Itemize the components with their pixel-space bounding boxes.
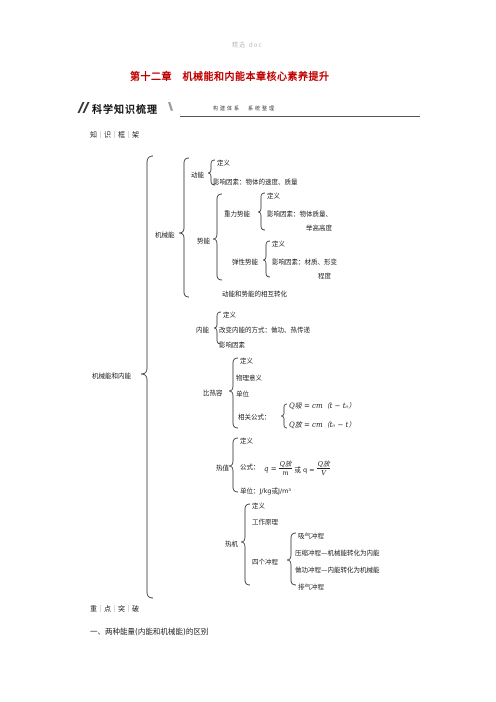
tree-kinetic-label: 动能	[191, 171, 204, 179]
tree-gravity-label: 重力势能	[224, 210, 250, 218]
formula-q: q =	[264, 464, 277, 473]
section-title: 科学知识梳理	[92, 105, 158, 116]
tree-specific-heat-item: 定义	[240, 357, 253, 365]
formula-heat-released: Q放 = cm（t₀ − t）	[289, 421, 356, 429]
section-subtitle: 构建体系 系统整理	[213, 106, 277, 112]
tree-root: 机械能和内能	[92, 372, 131, 380]
tree-gravity-item: 举高高度	[306, 224, 332, 232]
formula-or: 或 q =	[294, 465, 315, 474]
tree-heat-engine-item: 工作原理	[252, 518, 278, 526]
tree-heat-value-label: 热值	[216, 464, 229, 472]
heading-1: 一、两种能量(内能和机械能)的区别	[90, 627, 209, 636]
tree-internal-item: 影响因素	[219, 341, 245, 349]
fraction-volume: Q放 V	[316, 460, 331, 477]
tree-conversion: 动能和势能的相互转化	[222, 290, 287, 298]
tree-specific-heat-item: 物理意义	[236, 374, 262, 382]
tree-heat-engine-label: 热机	[225, 540, 238, 548]
tree-heat-engine-item: 定义	[252, 502, 265, 510]
tree-elastic-label: 弹性势能	[232, 258, 258, 266]
tree-heat-value-formula-label: 公式：	[240, 463, 260, 471]
tree-internal-label: 内能	[196, 326, 209, 334]
fraction-denominator: m	[282, 469, 289, 477]
tree-internal-item: 改变内能的方式：做功、热传递	[219, 326, 310, 334]
formula-heat-absorbed: Q吸 = cm（t − t₀）	[289, 402, 356, 410]
fraction-numerator: Q放	[278, 460, 293, 469]
tree-stroke-item: 做功冲程—内能转化为机械能	[295, 566, 380, 574]
fraction-mass: Q放 m	[278, 460, 293, 477]
tree-heat-value-unit: 单位：J/kg或J/m³	[240, 487, 292, 495]
tree-gravity-item: 影响因素：物体质量、	[267, 210, 332, 218]
section-rule	[180, 116, 420, 117]
tree-mechanical-label: 机械能	[155, 231, 175, 239]
tree-elastic-item: 程度	[318, 272, 331, 280]
tree-specific-heat-item: 单位	[236, 390, 249, 398]
tree-stroke-item: 排气冲程	[298, 583, 324, 591]
knowledge-frame-label: 知｜识｜框｜架	[90, 131, 139, 139]
tree-stroke-item: 吸气冲程	[298, 532, 324, 540]
tree-specific-heat-label: 比热容	[203, 389, 223, 397]
formula-heat-value: q = Q放 m 或 q = Q放 V	[264, 460, 332, 477]
tree-specific-heat-formula-label: 相关公式：	[238, 413, 271, 421]
chapter-title: 第十二章 机械能和内能本章核心素养提升	[130, 72, 330, 83]
tree-gravity-item: 定义	[267, 192, 280, 200]
tree-kinetic-item: 定义	[217, 159, 230, 167]
tree-strokes-label: 四个冲程	[252, 558, 278, 566]
tree-internal-item: 定义	[223, 311, 236, 319]
fraction-numerator: Q放	[316, 460, 331, 469]
key-points-label: 重｜点｜突｜破	[90, 605, 139, 613]
tree-kinetic-item: 影响因素：物体的速度、质量	[213, 178, 298, 186]
watermark: 精选 doc	[232, 42, 263, 49]
tree-elastic-item: 影响因素：材质、形变	[272, 258, 337, 266]
tree-potential-label: 势能	[197, 237, 210, 245]
tree-elastic-item: 定义	[272, 240, 285, 248]
tree-stroke-item: 压缩冲程—机械能转化为内能	[295, 549, 380, 557]
tree-heat-value-item: 定义	[240, 437, 253, 445]
fraction-denominator: V	[321, 469, 326, 477]
